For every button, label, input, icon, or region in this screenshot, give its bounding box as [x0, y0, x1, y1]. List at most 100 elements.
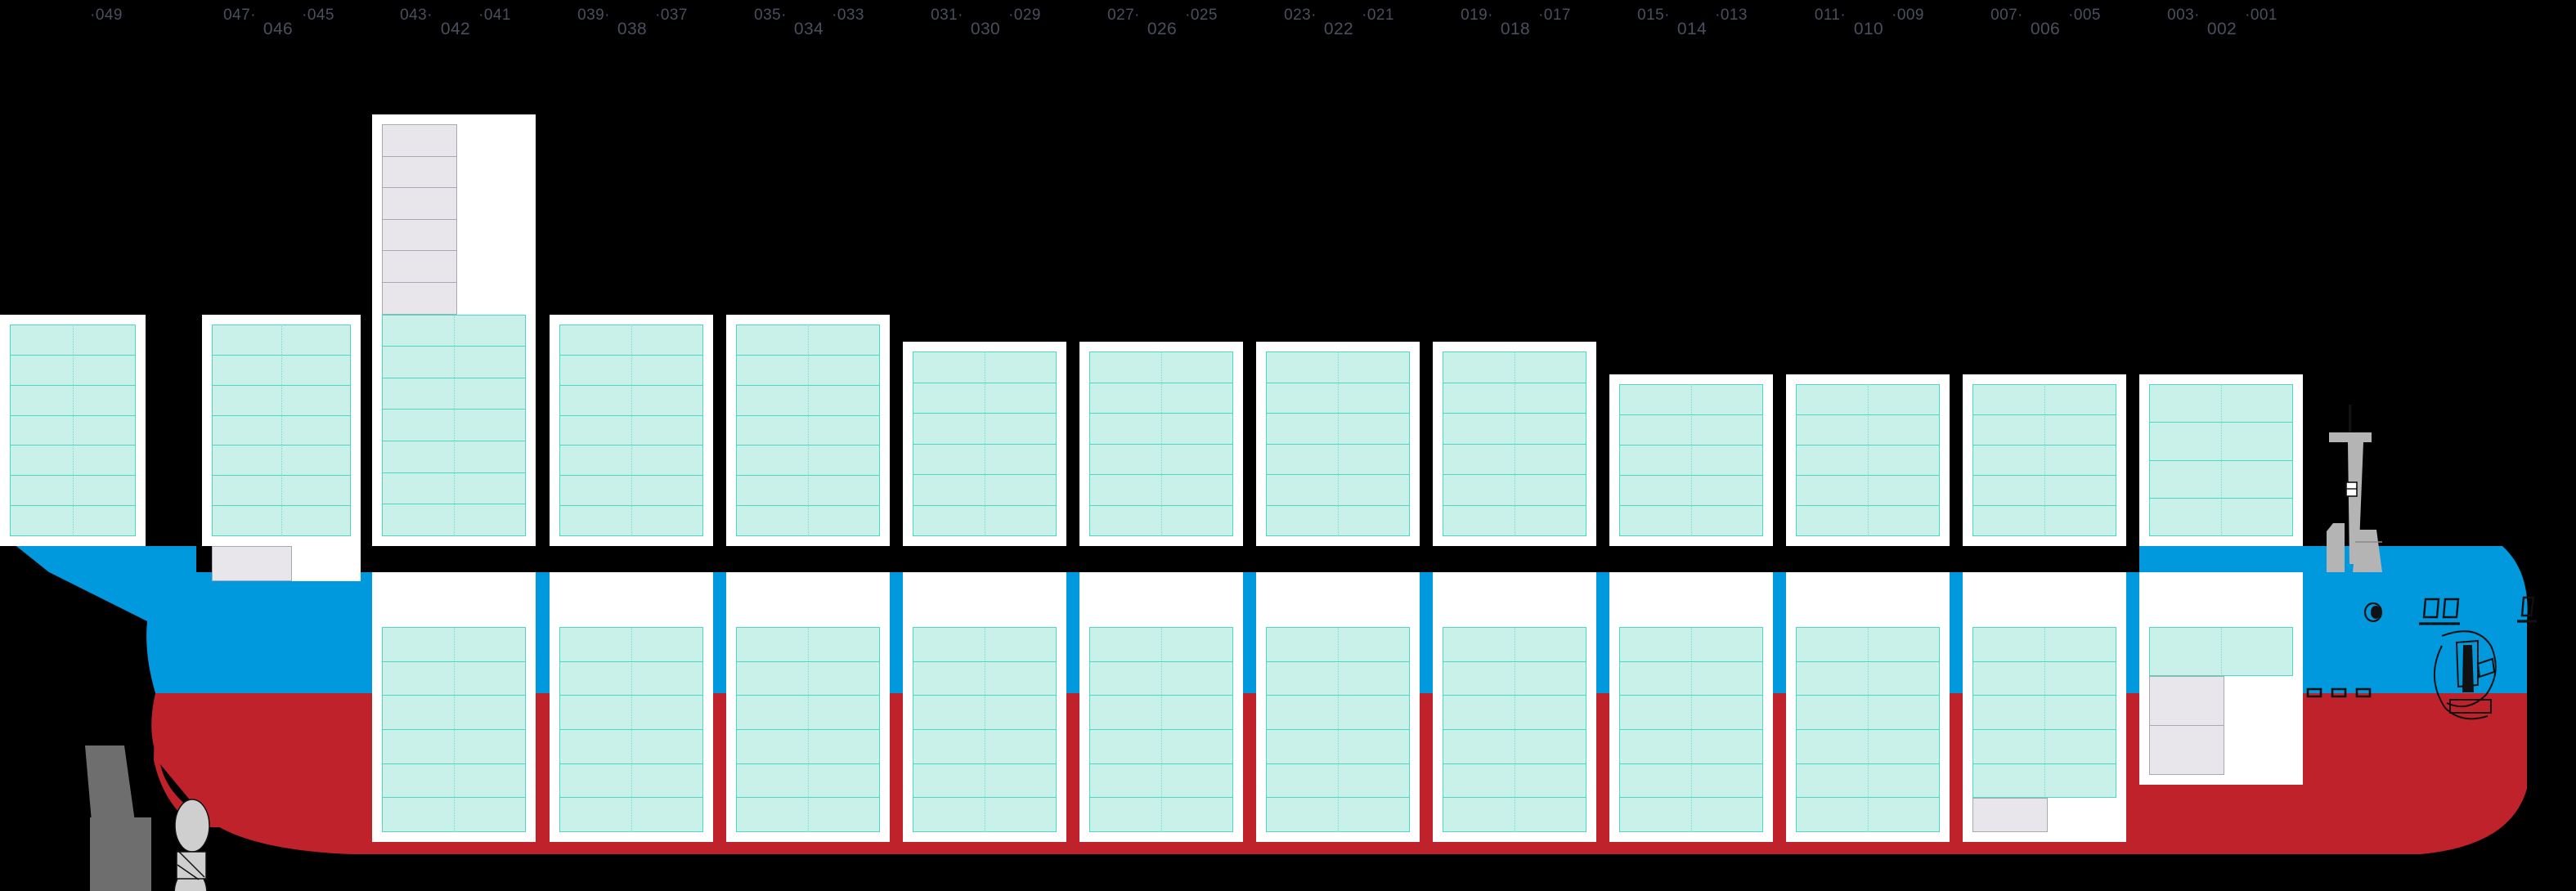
container-cell[interactable]: [1266, 504, 1338, 536]
container-cell[interactable]: [2044, 445, 2116, 475]
container-cell[interactable]: [808, 325, 880, 355]
container-cell[interactable]: [1161, 729, 1233, 763]
container-cell[interactable]: [985, 443, 1057, 474]
container-cell[interactable]: [1338, 504, 1410, 536]
hold-stack-022[interactable]: [1256, 572, 1420, 842]
container-cell[interactable]: [454, 409, 526, 441]
deck-stack-042[interactable]: [372, 114, 536, 546]
container-cell[interactable]: [2149, 497, 2221, 536]
container-cell[interactable]: [1619, 797, 1691, 833]
container-cell[interactable]: [913, 695, 985, 730]
container-cell[interactable]: [1691, 384, 1763, 414]
container-cell[interactable]: [1515, 660, 1586, 696]
container-cell[interactable]: [1796, 445, 1868, 475]
container-cell[interactable]: [1266, 627, 1338, 661]
container-cell[interactable]: [2044, 384, 2116, 414]
hold-stack-002[interactable]: [2139, 572, 2303, 785]
container-cell[interactable]: [1868, 729, 1940, 763]
hatch-cover-tier[interactable]: [383, 125, 456, 157]
container-cell[interactable]: [1338, 443, 1410, 474]
container-cell[interactable]: [736, 354, 808, 385]
container-cell[interactable]: [382, 695, 454, 730]
container-cell[interactable]: [1161, 474, 1233, 505]
container-cell[interactable]: [1089, 474, 1161, 505]
container-cell[interactable]: [808, 445, 880, 476]
container-cell[interactable]: [382, 441, 454, 472]
container-cell[interactable]: [1089, 627, 1161, 661]
container-cell[interactable]: [1338, 382, 1410, 413]
container-cell[interactable]: [1266, 351, 1338, 383]
container-cell[interactable]: [1691, 627, 1763, 661]
container-cell[interactable]: [1796, 414, 1868, 445]
hold-hatch-tier[interactable]: [1973, 799, 2047, 831]
container-cell[interactable]: [2149, 422, 2221, 460]
container-cell[interactable]: [1691, 695, 1763, 730]
container-cell[interactable]: [631, 627, 703, 661]
deck-stack-049[interactable]: [0, 315, 146, 546]
container-cell[interactable]: [559, 729, 631, 763]
container-cell[interactable]: [631, 445, 703, 476]
hold-stack-042[interactable]: [372, 572, 536, 842]
container-cell[interactable]: [1338, 797, 1410, 833]
hold-stack-034[interactable]: [726, 572, 890, 842]
container-cell[interactable]: [985, 413, 1057, 444]
container-cell[interactable]: [1443, 351, 1515, 383]
container-cell[interactable]: [1868, 763, 1940, 798]
container-cell[interactable]: [1161, 413, 1233, 444]
container-cell[interactable]: [1868, 797, 1940, 833]
container-cell[interactable]: [1972, 763, 2044, 799]
container-cell[interactable]: [808, 627, 880, 661]
deck-stack-010[interactable]: [1786, 374, 1950, 546]
deck-stack-014[interactable]: [1609, 374, 1773, 546]
container-cell[interactable]: [1161, 504, 1233, 536]
container-cell[interactable]: [10, 354, 73, 385]
container-cell[interactable]: [2149, 459, 2221, 498]
container-cell[interactable]: [2221, 459, 2293, 498]
container-cell[interactable]: [382, 377, 454, 410]
container-cell[interactable]: [1338, 763, 1410, 798]
container-cell[interactable]: [913, 660, 985, 696]
container-cell[interactable]: [913, 443, 985, 474]
container-cell[interactable]: [1266, 660, 1338, 696]
container-cell[interactable]: [1868, 384, 1940, 414]
container-cell[interactable]: [1691, 797, 1763, 833]
container-cell[interactable]: [913, 351, 985, 383]
container-cell[interactable]: [2149, 384, 2221, 423]
container-cell[interactable]: [1515, 729, 1586, 763]
container-cell[interactable]: [631, 660, 703, 696]
container-cell[interactable]: [10, 505, 73, 537]
container-cell[interactable]: [73, 414, 136, 446]
hatch-cover-tier[interactable]: [383, 283, 456, 314]
container-cell[interactable]: [1443, 695, 1515, 730]
container-cell[interactable]: [454, 314, 526, 347]
container-cell[interactable]: [281, 354, 351, 385]
container-cell[interactable]: [559, 354, 631, 385]
container-cell[interactable]: [808, 505, 880, 537]
container-cell[interactable]: [631, 695, 703, 730]
deck-stack-018[interactable]: [1433, 342, 1596, 546]
container-cell[interactable]: [1796, 729, 1868, 763]
container-cell[interactable]: [212, 475, 281, 506]
container-cell[interactable]: [454, 377, 526, 410]
container-cell[interactable]: [1515, 351, 1586, 383]
container-cell[interactable]: [73, 354, 136, 385]
container-cell[interactable]: [736, 695, 808, 730]
container-cell[interactable]: [2044, 763, 2116, 799]
container-cell[interactable]: [559, 660, 631, 696]
container-cell[interactable]: [1515, 474, 1586, 505]
hatch-cover-stack[interactable]: [382, 124, 457, 315]
container-cell[interactable]: [2221, 627, 2293, 677]
container-cell[interactable]: [913, 763, 985, 798]
container-cell[interactable]: [1691, 445, 1763, 475]
container-cell[interactable]: [1515, 627, 1586, 661]
container-cell[interactable]: [985, 763, 1057, 798]
container-cell[interactable]: [2044, 414, 2116, 445]
container-cell[interactable]: [1161, 351, 1233, 383]
container-cell[interactable]: [559, 475, 631, 506]
container-cell[interactable]: [1443, 660, 1515, 696]
container-cell[interactable]: [1266, 797, 1338, 833]
container-cell[interactable]: [559, 627, 631, 661]
container-cell[interactable]: [1619, 660, 1691, 696]
container-cell[interactable]: [808, 384, 880, 415]
container-cell[interactable]: [1266, 443, 1338, 474]
